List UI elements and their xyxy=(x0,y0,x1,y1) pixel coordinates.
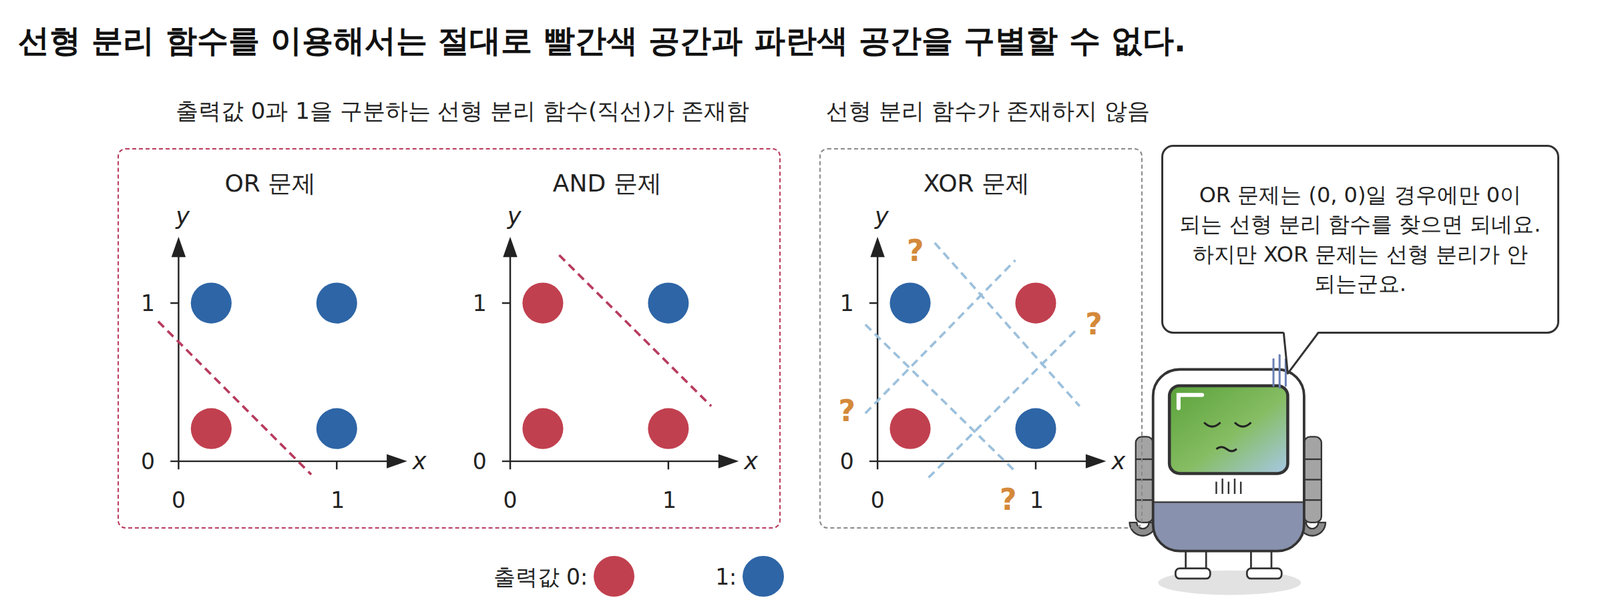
robot-character xyxy=(1153,501,1305,503)
output-zero-dot xyxy=(889,408,931,450)
panel-heading: 출력값 0과 1을 구분하는 선형 분리 함수(직선)가 존재함 xyxy=(175,98,750,124)
robot-character xyxy=(1278,355,1281,388)
output-zero-dot xyxy=(522,283,563,324)
robot-character xyxy=(1246,568,1282,579)
tick-label: 1 xyxy=(840,292,855,315)
robot-character xyxy=(1135,478,1154,481)
tick-label: 0 xyxy=(840,450,855,473)
output-zero-dot xyxy=(522,408,563,450)
robot-character xyxy=(1135,499,1154,501)
axis-name: y xyxy=(874,205,889,229)
output-zero-dot xyxy=(190,408,232,450)
figure-title: 선형 분리 함수를 이용해서는 절대로 빨간색 공간과 파란색 공간을 구별할 … xyxy=(18,23,1186,59)
chart-axes xyxy=(869,237,1107,471)
robot-character xyxy=(1215,482,1217,495)
robot-character xyxy=(1153,369,1305,552)
chart-axes xyxy=(170,237,408,471)
robot-character xyxy=(1153,502,1305,551)
robot-character xyxy=(1304,436,1322,523)
axis-name: y xyxy=(507,205,522,229)
tick-label: 0 xyxy=(503,489,518,512)
separating-line xyxy=(558,255,712,407)
xor-chart xyxy=(865,237,1107,479)
bubble-tail xyxy=(1283,332,1319,374)
output-one-dot xyxy=(316,283,358,324)
robot-character xyxy=(1228,482,1230,495)
tick-label: 0 xyxy=(140,450,155,473)
output-one-dot xyxy=(190,283,232,324)
tick-label: 1 xyxy=(140,292,155,315)
robot-character xyxy=(1178,395,1203,409)
question-mark: ? xyxy=(999,485,1018,515)
robot-character xyxy=(1169,385,1288,474)
separating-line xyxy=(158,321,312,475)
xor-chart xyxy=(889,283,1056,450)
failed-line xyxy=(865,243,1080,479)
robot-character xyxy=(1284,359,1287,386)
output-one-dot xyxy=(316,408,358,450)
speech-text: OR 문제는 (0, 0)일 경우에만 0이 되는 선형 분리 함수를 찾으면 … xyxy=(1176,180,1544,299)
robot-character xyxy=(1273,355,1286,388)
separable-panel: 출력값 0과 1을 구분하는 선형 분리 함수(직선)가 존재함 xyxy=(117,148,781,529)
speech-bubble: OR 문제는 (0, 0)일 경우에만 0이 되는 선형 분리 함수를 찾으면 … xyxy=(1161,144,1560,334)
failed-line xyxy=(928,330,1076,478)
panel-heading: 선형 분리 함수가 존재하지 않음 xyxy=(826,98,1150,124)
robot-character xyxy=(1304,478,1322,481)
output-zero-dot xyxy=(1015,283,1056,324)
axis-name: x xyxy=(1111,450,1126,474)
robot-character xyxy=(1221,478,1223,495)
failed-line xyxy=(865,260,1016,414)
robot-character xyxy=(1216,447,1237,452)
robot-character xyxy=(1204,422,1221,427)
robot-character xyxy=(1129,355,1326,595)
axis-name: y xyxy=(175,205,190,229)
axis-name: x xyxy=(743,450,758,474)
output-one-dot xyxy=(647,283,689,324)
chart-title: XOR 문제 xyxy=(923,171,1030,196)
question-mark: ? xyxy=(838,396,857,427)
tick-label: 1 xyxy=(1029,489,1044,512)
robot-character xyxy=(1272,359,1275,386)
chart-title: AND 문제 xyxy=(552,171,662,196)
bubble-tail xyxy=(1283,331,1319,374)
legend-label: 출력값 0: xyxy=(493,565,589,588)
tick-label: 1 xyxy=(330,489,345,512)
failed-line xyxy=(865,324,1016,472)
output-one-dot xyxy=(889,283,931,324)
tick-label: 0 xyxy=(171,489,186,512)
output-one-dot xyxy=(1015,408,1056,450)
robot-character xyxy=(1175,568,1211,579)
robot-character xyxy=(1135,458,1154,461)
robot-character xyxy=(1234,478,1236,495)
legend-swatch xyxy=(593,556,635,597)
tick-label: 1 xyxy=(662,489,677,512)
robot-character xyxy=(1304,458,1322,461)
robot-character xyxy=(1304,499,1322,501)
or-chart xyxy=(158,237,408,475)
output-zero-dot xyxy=(647,408,689,450)
chart-title: OR 문제 xyxy=(225,171,317,196)
tick-label: 0 xyxy=(472,450,487,473)
axis-name: x xyxy=(412,450,427,474)
robot-character xyxy=(1240,482,1242,495)
tick-label: 0 xyxy=(870,489,885,512)
chart-axes xyxy=(502,237,740,471)
robot-character xyxy=(1216,478,1241,495)
robot-character xyxy=(1135,436,1154,523)
tick-label: 1 xyxy=(472,292,487,315)
legend-label: 1: xyxy=(715,565,737,588)
question-mark: ? xyxy=(906,236,925,266)
robot-character xyxy=(1234,422,1251,427)
question-mark: ? xyxy=(1085,309,1103,340)
legend-swatch xyxy=(742,556,784,597)
and-chart xyxy=(502,237,740,471)
